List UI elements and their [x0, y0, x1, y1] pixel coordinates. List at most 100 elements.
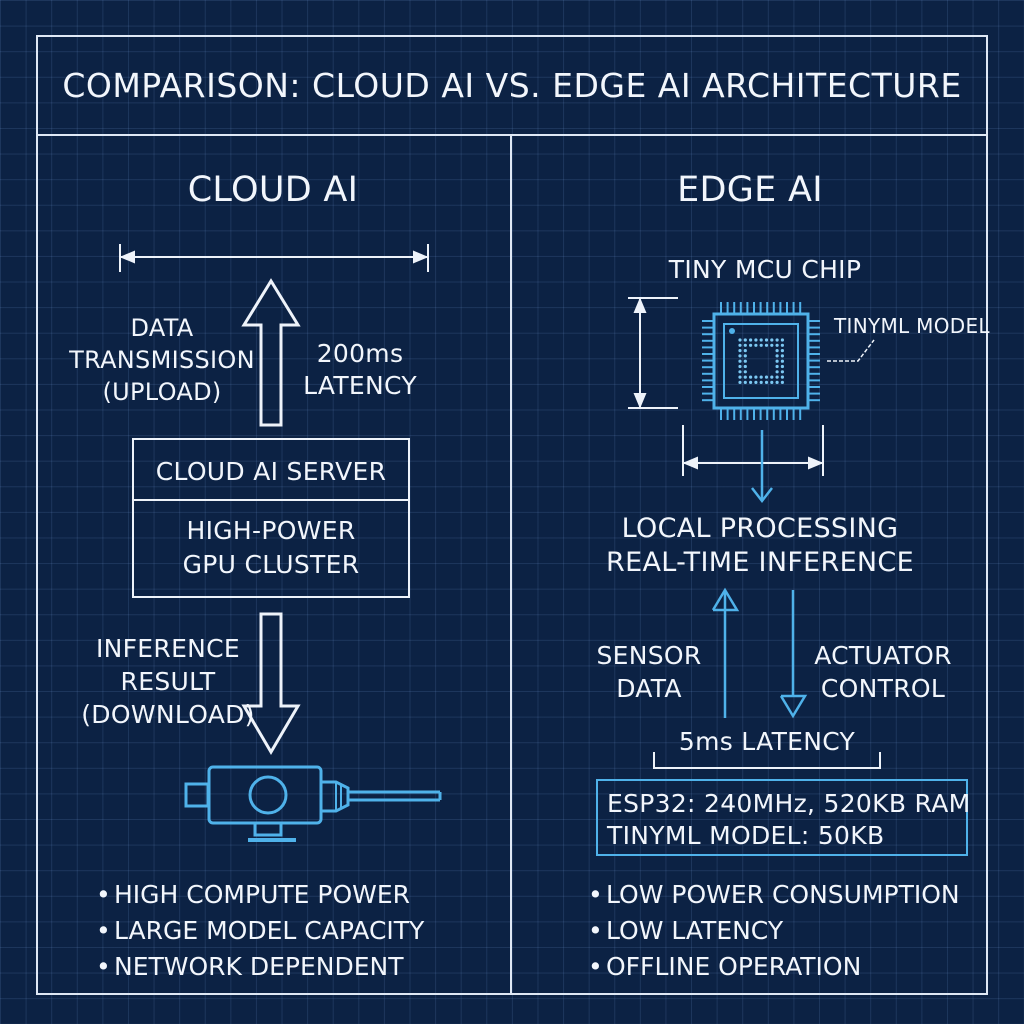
processing-line-2: REAL-TIME INFERENCE	[606, 547, 914, 578]
chip-die-dot	[780, 375, 785, 379]
chip-die-dot	[780, 359, 785, 363]
spec-box: ESP32: 240MHz, 520KB RAM TINYML MODEL: 5…	[596, 779, 971, 856]
chip-die-dot	[780, 364, 785, 369]
cloud-feature-item: NETWORK DEPENDENT	[96, 949, 424, 985]
server-box-divider	[134, 499, 408, 501]
outer-frame	[36, 35, 988, 995]
cloud-latency-label: 200ms LATENCY	[296, 338, 424, 402]
cloud-feature-item: HIGH COMPUTE POWER	[96, 877, 424, 913]
chip-die-dot	[775, 375, 779, 379]
download-arrow	[241, 612, 301, 755]
chip-die-dot	[780, 343, 785, 347]
download-label-line-3: (DOWNLOAD)	[81, 700, 255, 729]
upload-arrow	[241, 278, 301, 427]
sensor-data-label: SENSOR DATA	[584, 639, 714, 705]
chip-die-dot	[759, 375, 763, 379]
column-divider	[510, 134, 512, 995]
chip-die-dot	[738, 338, 742, 342]
chip-die-dot	[754, 343, 758, 347]
chip-die-dot	[749, 380, 753, 384]
chip-die-dot	[738, 354, 742, 358]
chip-die-dot	[738, 375, 742, 379]
chip-die-dot	[775, 343, 779, 347]
page-title: COMPARISON: CLOUD AI VS. EDGE AI ARCHITE…	[62, 66, 962, 105]
edge-feature-item: OFFLINE OPERATION	[588, 949, 960, 985]
actuator-control-arrow	[779, 590, 808, 719]
actuator-label-line-2: CONTROL	[820, 674, 946, 703]
spec-line-1: ESP32: 240MHz, 520KB RAM	[607, 789, 971, 818]
upload-label-line-3: (UPLOAD)	[102, 378, 222, 406]
chip-die-dot	[743, 349, 747, 353]
edge-feature-item: LOW LATENCY	[588, 913, 960, 949]
cloud-latency-value: 200ms	[316, 339, 404, 368]
model-callout-leader	[827, 339, 875, 362]
chip-die-dot	[764, 375, 769, 379]
chip-die-dot	[780, 338, 785, 342]
chip-die-dot	[749, 343, 753, 347]
chip-die-dot	[764, 343, 769, 347]
gpu-label-line-1: HIGH-POWER	[186, 516, 356, 545]
chip-die-dot	[775, 370, 779, 374]
cloud-server-box: CLOUD AI SERVER HIGH-POWER GPU CLUSTER	[132, 438, 410, 598]
chip-die-dot	[754, 338, 758, 342]
cloud-heading: CLOUD AI	[187, 170, 359, 210]
download-label-line-1: INFERENCE	[95, 634, 241, 663]
chip-die-dot	[780, 349, 785, 353]
upload-label-line-2: TRANSMISSION	[69, 346, 255, 374]
chip-die-dot	[770, 338, 774, 342]
processing-line-1: LOCAL PROCESSING	[621, 513, 899, 544]
chip-die-dot	[754, 380, 758, 384]
chip-die-dot	[738, 349, 742, 353]
chip-die-dot	[770, 380, 774, 384]
chip-to-processing-arrow	[751, 430, 773, 504]
chip-die-dot	[749, 375, 753, 379]
sensor-data-arrow	[711, 587, 740, 718]
model-callout-label: TINYML MODEL	[834, 314, 990, 338]
chip-die-dot	[780, 354, 785, 358]
chip-height-dimension	[628, 297, 678, 409]
chip-die-dot	[764, 380, 769, 384]
cloud-feature-item: LARGE MODEL CAPACITY	[96, 913, 424, 949]
chip-die-dot	[754, 375, 758, 379]
chip-die-dot	[780, 370, 785, 374]
cloud-dimension-line	[119, 244, 429, 272]
edge-latency-bracket	[653, 752, 881, 769]
download-label: INFERENCE RESULT (DOWNLOAD)	[62, 632, 274, 731]
chip-die-dot	[775, 380, 779, 384]
chip-die-dot	[749, 338, 753, 342]
chip-die-dot	[775, 349, 779, 353]
chip-die-dot	[764, 338, 769, 342]
chip-die-dot	[738, 359, 742, 363]
cloud-feature-list: HIGH COMPUTE POWER LARGE MODEL CAPACITY …	[96, 877, 424, 985]
edge-feature-item: LOW POWER CONSUMPTION	[588, 877, 960, 913]
processing-label: LOCAL PROCESSING REAL-TIME INFERENCE	[590, 512, 930, 580]
chip-label: TINY MCU CHIP	[668, 255, 862, 284]
chip-width-dimension	[682, 425, 824, 476]
edge-latency-label: 5ms LATENCY	[678, 727, 856, 756]
chip-die-dot	[770, 343, 774, 347]
chip-die-dot	[743, 359, 747, 363]
sensor-label-line-2: DATA	[616, 674, 682, 703]
sensor-label-line-1: SENSOR	[596, 641, 702, 670]
download-label-line-2: RESULT	[120, 667, 216, 696]
edge-feature-list: LOW POWER CONSUMPTION LOW LATENCY OFFLIN…	[588, 877, 960, 985]
spec-line-2: TINYML MODEL: 50KB	[607, 821, 885, 850]
chip-die-dot	[738, 364, 742, 369]
chip-die-dot	[743, 380, 747, 384]
chip-die-dot	[743, 364, 747, 369]
chip-die-dot	[743, 375, 747, 379]
chip-die-dot	[743, 338, 747, 342]
chip-die-dot	[738, 343, 742, 347]
chip-die-dot	[775, 354, 779, 358]
title-divider	[36, 134, 988, 136]
chip-die-dot	[738, 370, 742, 374]
edge-heading: EDGE AI	[677, 170, 823, 210]
actuator-label-line-1: ACTUATOR	[814, 641, 952, 670]
upload-label-line-1: DATA	[130, 314, 194, 342]
cloud-server-label: CLOUD AI SERVER	[155, 457, 387, 486]
cloud-latency-word: LATENCY	[303, 371, 417, 400]
camera-device-icon	[184, 765, 442, 842]
chip-die-dot	[770, 375, 774, 379]
